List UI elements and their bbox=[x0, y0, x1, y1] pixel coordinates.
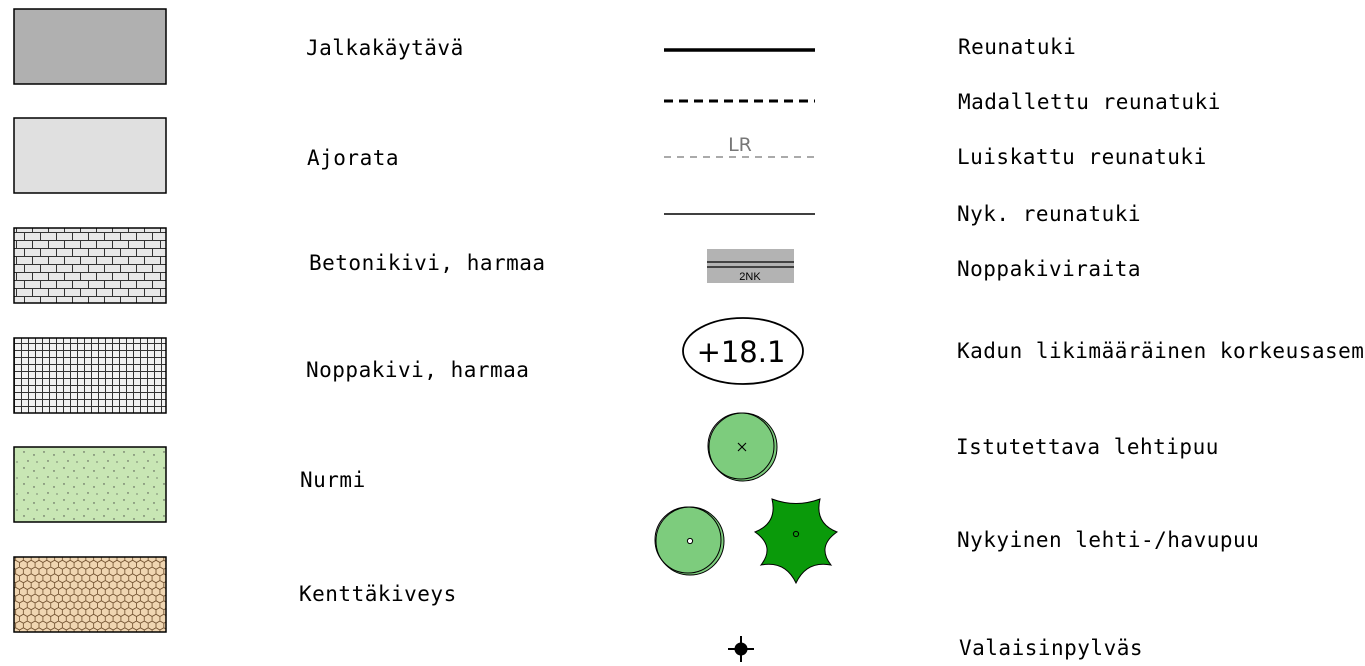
swatch-betonikivi bbox=[13, 227, 167, 304]
label-kenttakiveys: Kenttäkiveys bbox=[299, 582, 457, 606]
swatch-noppakivi bbox=[13, 337, 167, 414]
label-istutettava-lehtipuu: Istutettava lehtipuu bbox=[956, 435, 1219, 459]
label-nyk-reunatuki: Nyk. reunatuki bbox=[957, 202, 1142, 226]
label-noppakiviraita: Noppakiviraita bbox=[957, 257, 1142, 281]
symbol-korkeusasema: +18.1 bbox=[682, 317, 804, 385]
label-noppakivi: Noppakivi, harmaa bbox=[306, 358, 530, 382]
label-madallettu-reunatuki: Madallettu reunatuki bbox=[958, 90, 1221, 114]
symbol-elevation-text: +18.1 bbox=[697, 335, 786, 369]
swatch-nurmi bbox=[13, 446, 167, 523]
swatch-ajorata bbox=[13, 117, 167, 194]
label-luiskattu-reunatuki: Luiskattu reunatuki bbox=[957, 145, 1207, 169]
tree-deciduous-existing-icon bbox=[654, 506, 725, 576]
label-nurmi: Nurmi bbox=[300, 468, 366, 492]
swatch-jalkakaytava bbox=[13, 8, 167, 85]
label-nykyinen-puu: Nykyinen lehti-/havupuu bbox=[957, 528, 1260, 552]
symbol-noppakiviraita: 2NK bbox=[707, 249, 794, 283]
symbol-2nk-text: 2NK bbox=[739, 271, 761, 283]
label-ajorata: Ajorata bbox=[307, 146, 400, 170]
swatch-kenttakiveys bbox=[13, 556, 167, 633]
tree-deciduous-new-icon bbox=[707, 412, 778, 482]
lamp-post-icon bbox=[728, 636, 754, 662]
label-jalkakaytava: Jalkakäytävä bbox=[306, 36, 464, 60]
tree-conifer-existing-icon bbox=[753, 498, 839, 585]
label-reunatuki: Reunatuki bbox=[958, 35, 1077, 59]
label-korkeusasema: Kadun likimääräinen korkeusasema bbox=[957, 339, 1365, 363]
symbol-luiskattu-reunatuki: LR bbox=[664, 134, 815, 158]
label-betonikivi: Betonikivi, harmaa bbox=[309, 251, 546, 275]
label-valaisinpylvas: Valaisinpylväs bbox=[959, 636, 1144, 660]
symbol-lr-text: LR bbox=[728, 134, 752, 156]
